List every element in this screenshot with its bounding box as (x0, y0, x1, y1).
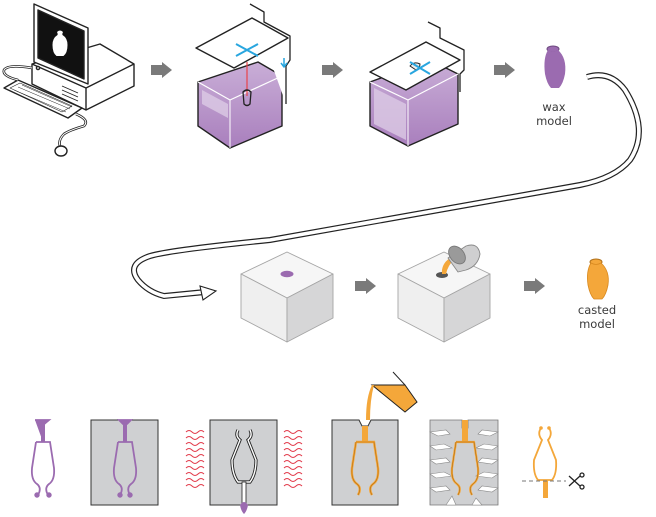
arrow-3 (494, 62, 515, 78)
pouring-mold-block (397, 244, 491, 343)
casted-caption-line-2: model (579, 317, 615, 331)
heat-waves-right (283, 430, 303, 488)
computer-icon (2, 3, 135, 157)
wax-caption-line-1: wax (542, 100, 566, 114)
plaster-mold-block (240, 251, 334, 343)
arrow-2 (322, 62, 343, 78)
casted-model-caption: casted model (570, 303, 624, 331)
arrow-4 (355, 278, 376, 294)
3d-printer-end (369, 21, 465, 147)
wax-caption-line-2: model (536, 114, 572, 128)
arrow-5 (524, 278, 545, 294)
3d-printer-start (195, 3, 291, 149)
wax-tree (30, 419, 56, 498)
flow-connector-arrow (131, 72, 642, 301)
heat-waves-left (185, 430, 205, 488)
broken-mold (428, 419, 500, 506)
wax-model-vase (544, 45, 566, 88)
scissors-icon (568, 472, 585, 490)
finished-piece-cut (522, 426, 585, 498)
burnout-heat-flask (185, 419, 303, 514)
casted-caption-line-1: casted (577, 303, 617, 317)
invested-flask (90, 419, 159, 506)
wax-model-caption: wax model (528, 100, 580, 128)
arrow-1 (151, 62, 172, 78)
casted-model-vase (587, 258, 609, 300)
metal-pour-flask (331, 371, 418, 506)
